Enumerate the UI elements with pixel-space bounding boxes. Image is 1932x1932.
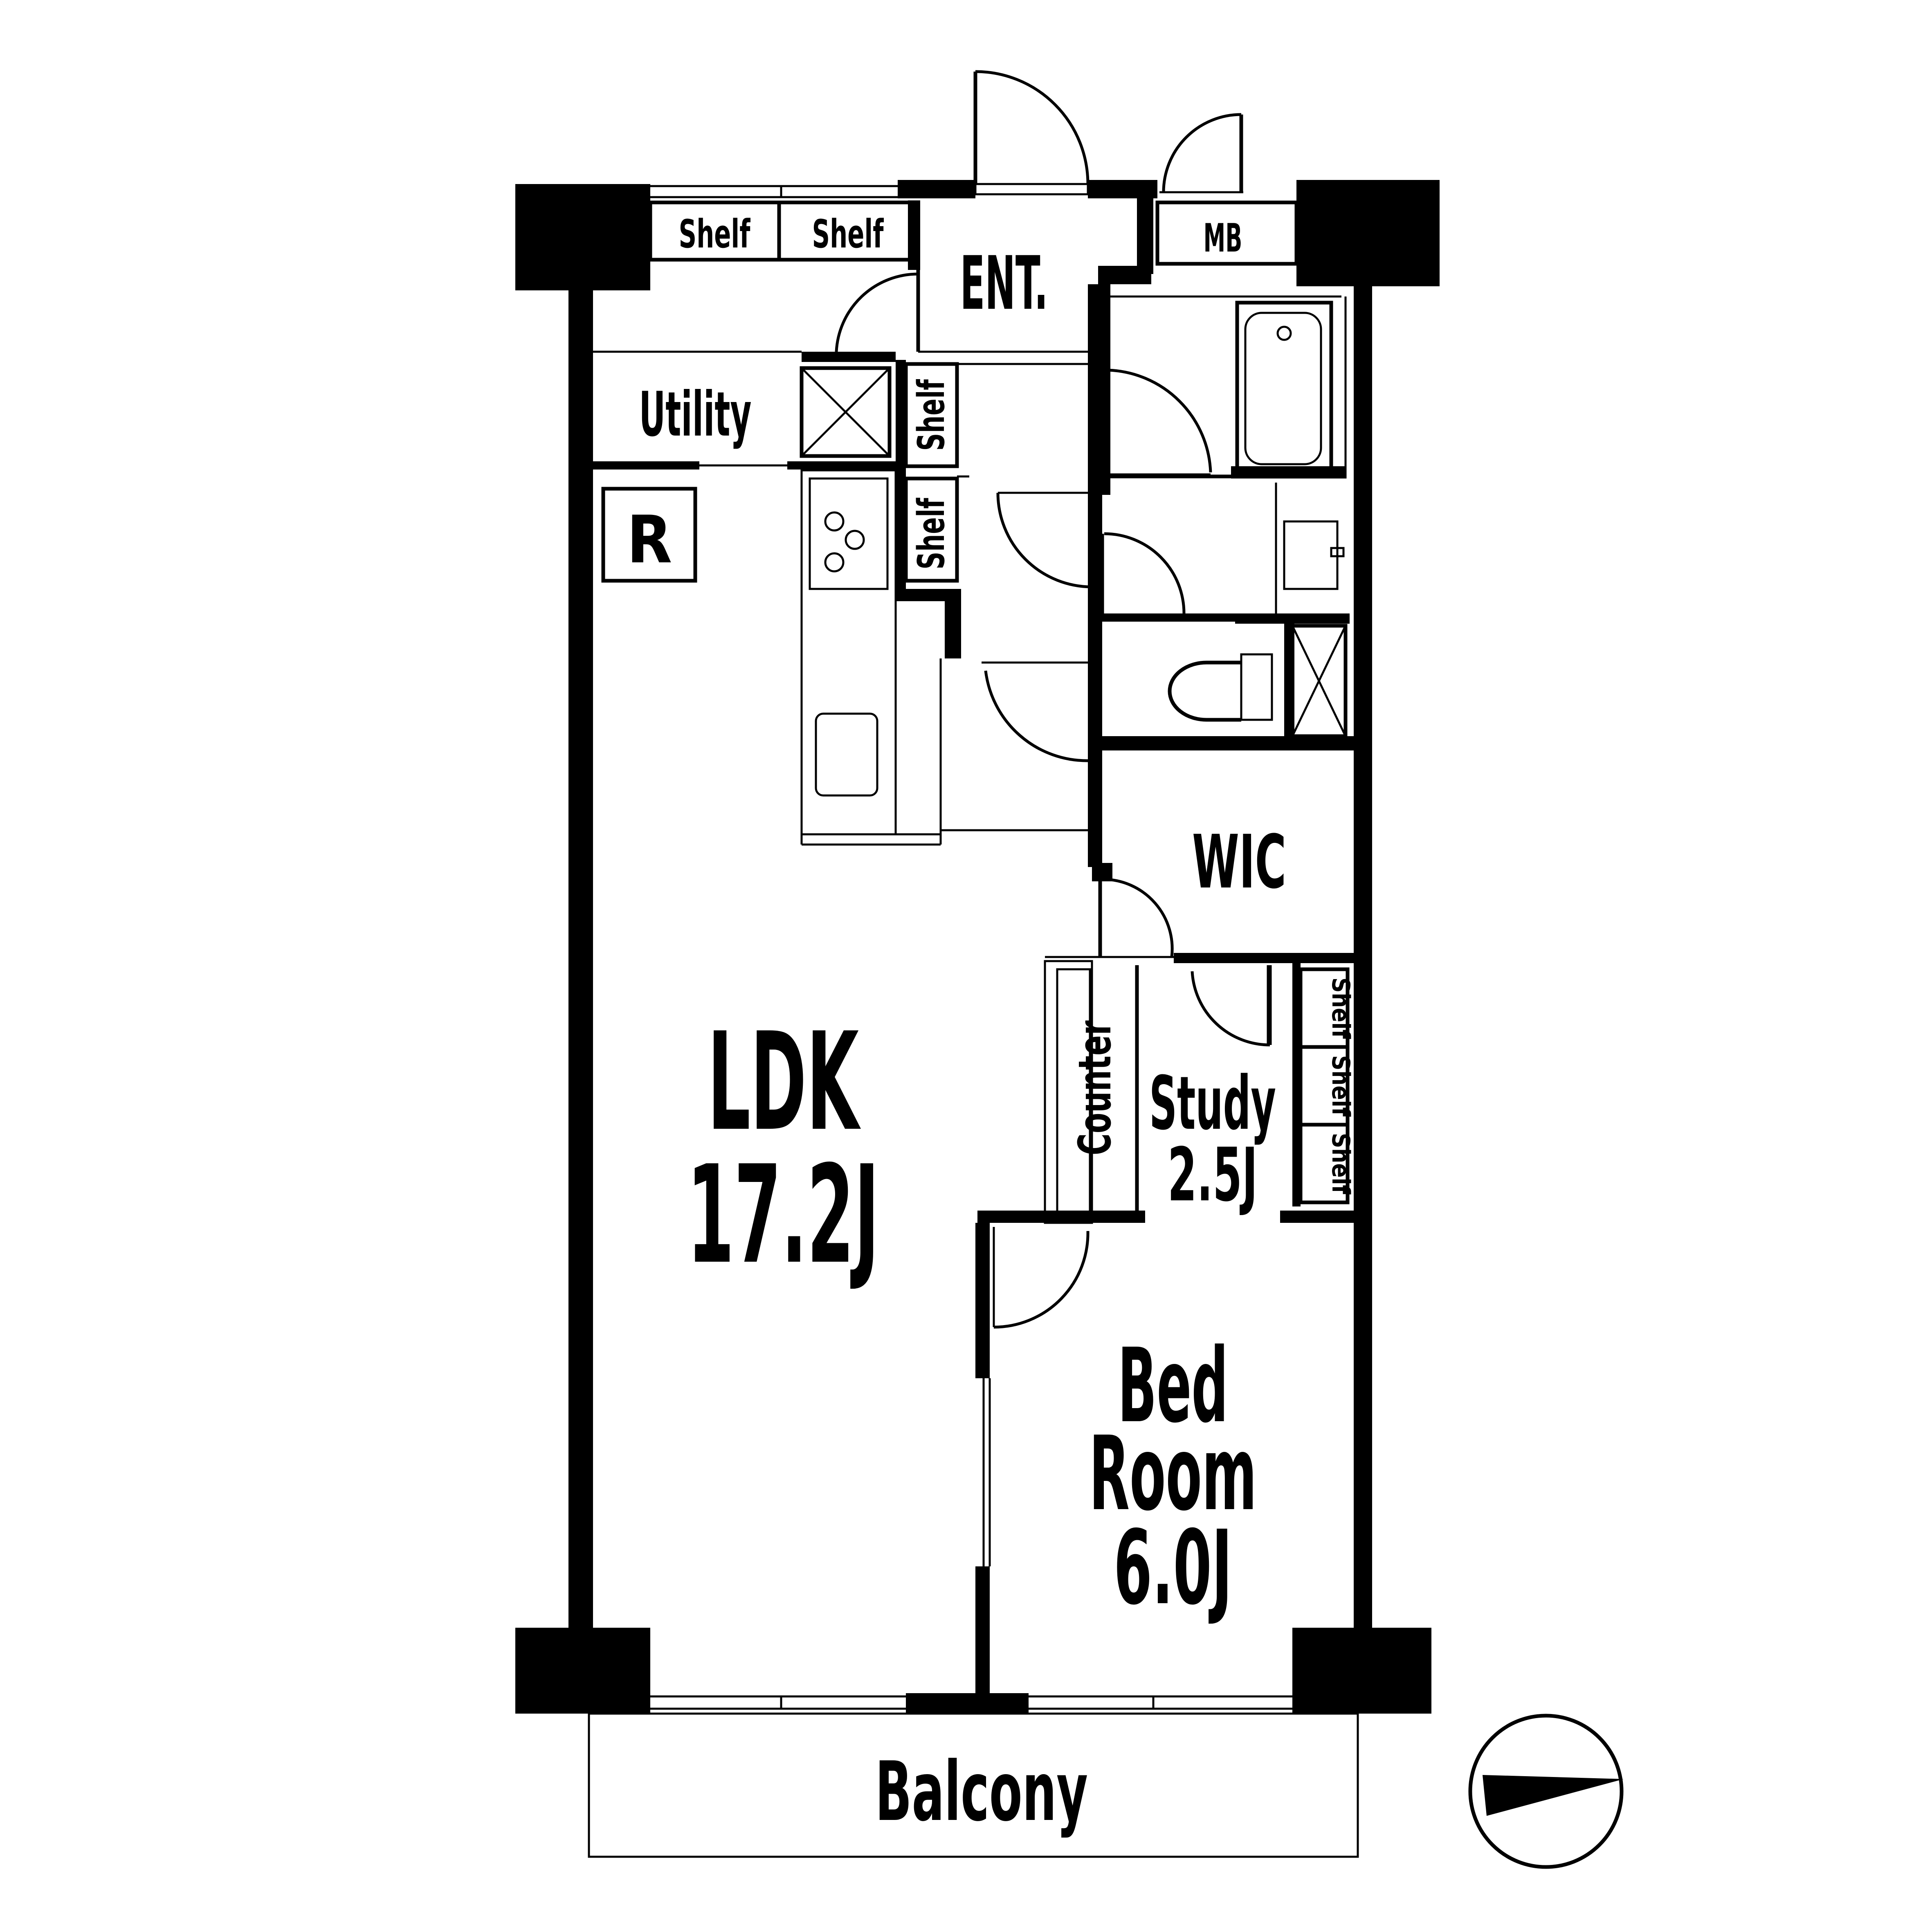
balcony-label: Balcony <box>875 1744 1088 1840</box>
kitchen <box>800 469 942 846</box>
exterior-walls <box>568 180 1372 1714</box>
bedroom-label-line2: Room <box>1089 1414 1257 1533</box>
study-shelf-2-label: Shelf <box>1326 1055 1355 1117</box>
study-size-label: 2.5J <box>1168 1132 1258 1218</box>
ldk-label: LDK <box>708 1004 862 1161</box>
shelf-top-right-label: Shelf <box>812 212 884 257</box>
refrigerator-box <box>601 487 697 583</box>
study-shelf-3-label: Shelf <box>1326 1133 1355 1195</box>
windows <box>650 185 1292 1710</box>
wic-area <box>941 744 1354 963</box>
bedroom-area <box>975 1223 1090 1701</box>
entrance-door <box>973 70 1090 195</box>
mb-door <box>1159 113 1243 193</box>
shelf-top-left-label: Shelf <box>679 212 751 257</box>
mb-label: MB <box>1204 216 1242 261</box>
bedroom-size-label: 6.0J <box>1114 1508 1232 1627</box>
mb-box <box>1155 200 1298 266</box>
storage-labels: Shelf Shelf Shelf Shelf Shelf Shelf Shel… <box>679 212 1355 1195</box>
wic-label: WIC <box>1192 820 1286 905</box>
study-label: Study <box>1149 1061 1276 1146</box>
north-arrow-icon <box>1468 1714 1624 1869</box>
balcony-outline <box>588 1712 1359 1858</box>
structural-columns <box>515 180 1440 1714</box>
top-shelves <box>648 200 920 270</box>
hall-shelves <box>896 360 969 658</box>
entrance-label: ENT. <box>960 241 1048 326</box>
refrigerator-label: R <box>627 501 672 578</box>
study-shelf-1-label: Shelf <box>1326 977 1355 1039</box>
counter-label: Counter <box>1069 1020 1121 1155</box>
shelf-hall-lower-label: Shelf <box>910 498 953 570</box>
closet-door-ent <box>835 272 920 352</box>
ldk-size-label: 17.2J <box>687 1137 879 1294</box>
study-area <box>977 956 1354 1224</box>
utility-area <box>593 350 902 470</box>
bedroom-label-line1: Bed <box>1118 1326 1228 1445</box>
shelf-hall-upper-label: Shelf <box>910 379 953 451</box>
utility-label: Utility <box>639 379 752 450</box>
room-labels: LDK 17.2J Bed Room 6.0J Study 2.5J WIC E… <box>627 216 1286 1840</box>
wet-area <box>982 284 1366 763</box>
